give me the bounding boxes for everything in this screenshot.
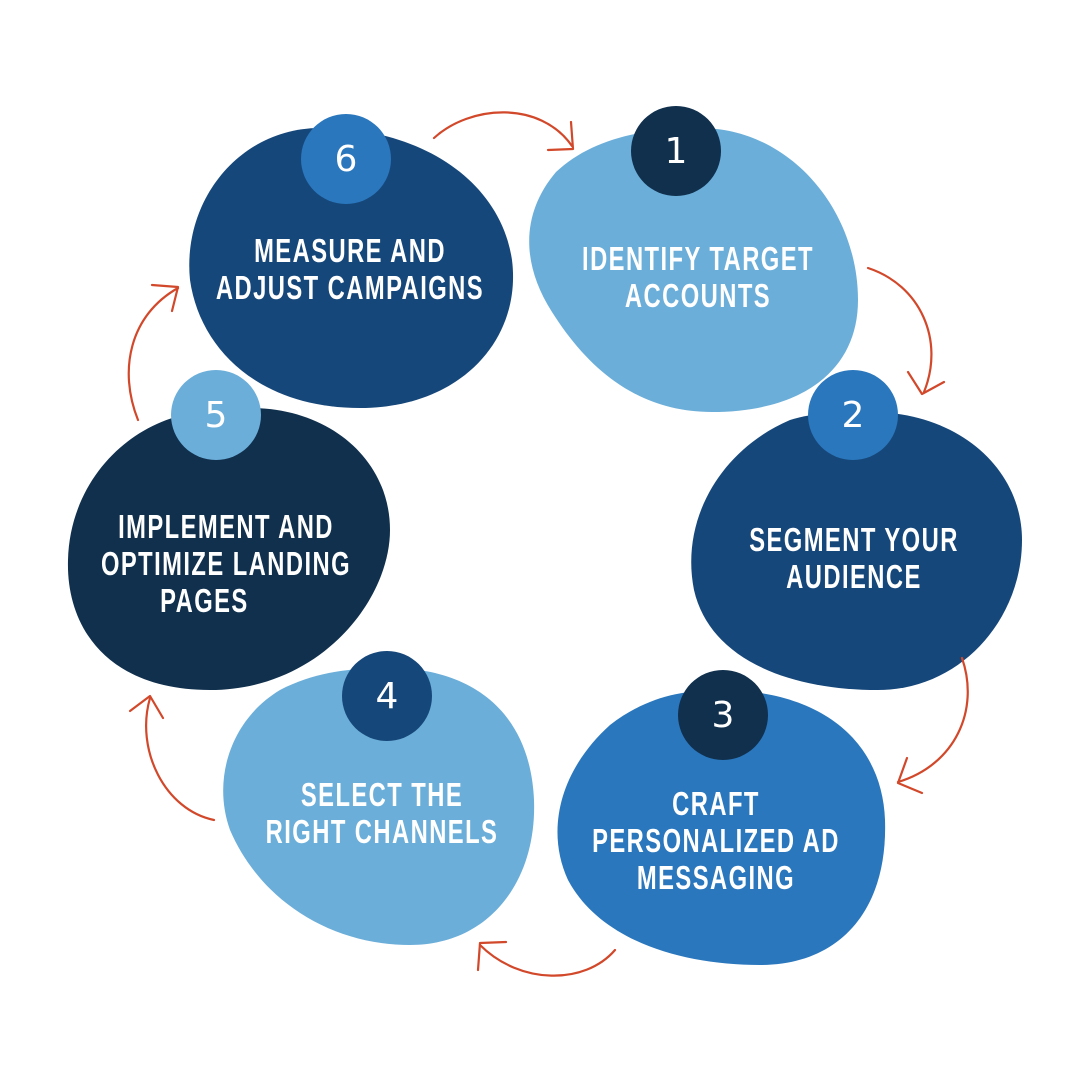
step-3-blob xyxy=(557,690,886,965)
step-2-number: 2 xyxy=(841,394,865,436)
step-4-label-line: SELECT THE xyxy=(300,776,464,813)
step-5-label-line: IMPLEMENT AND xyxy=(118,508,334,545)
step-6-label-line: MEASURE AND xyxy=(254,232,446,269)
step-3-number: 3 xyxy=(711,694,735,736)
step-5-number-badge: 5 xyxy=(171,370,261,460)
step-6-label: MEASURE AND ADJUST CAMPAIGNS xyxy=(206,232,494,306)
step-5-label-line: PAGES xyxy=(160,582,249,619)
step-3-label: CRAFT PERSONALIZED AD MESSAGING xyxy=(572,785,860,896)
step-3-label-line: PERSONALIZED AD xyxy=(592,822,840,859)
arrow-1-to-2 xyxy=(866,266,946,396)
arrow-5-to-6 xyxy=(127,283,180,422)
arrow-2-to-3 xyxy=(896,656,969,795)
step-4-label: SELECT THE RIGHT CHANNELS xyxy=(238,776,526,850)
step-5-label-line: OPTIMIZE LANDING xyxy=(100,545,352,582)
step-4-label-line: RIGHT CHANNELS xyxy=(265,813,499,850)
step-5-label: IMPLEMENT AND OPTIMIZE LANDING PAGES xyxy=(82,508,370,619)
step-3-label-line: MESSAGING xyxy=(636,859,796,896)
step-1-number: 1 xyxy=(664,130,688,172)
step-3-label-line: CRAFT xyxy=(672,785,760,822)
arrow-6-to-1 xyxy=(432,111,575,152)
step-2-label: SEGMENT YOUR AUDIENCE xyxy=(710,521,998,595)
step-1-label-line: IDENTIFY TARGET xyxy=(582,240,814,277)
step-4-number-badge: 4 xyxy=(342,651,432,741)
step-3-number-badge: 3 xyxy=(678,670,768,760)
step-2-blob xyxy=(691,412,1022,690)
step-1-label-line: ACCOUNTS xyxy=(624,277,772,314)
arrow-4-to-5 xyxy=(128,694,216,822)
step-4-blob xyxy=(223,668,535,945)
step-6-number-badge: 6 xyxy=(301,114,391,204)
step-6-number: 6 xyxy=(334,138,358,180)
step-1-blob xyxy=(529,128,858,412)
arrow-3-to-4 xyxy=(476,940,617,977)
step-6-label-line: ADJUST CAMPAIGNS xyxy=(215,269,485,306)
step-1-label: IDENTIFY TARGET ACCOUNTS xyxy=(554,240,842,314)
step-4-number: 4 xyxy=(375,675,399,717)
step-2-label-line: SEGMENT YOUR xyxy=(749,521,959,558)
step-2-label-line: AUDIENCE xyxy=(786,558,922,595)
step-6-blob xyxy=(189,128,514,408)
step-5-number: 5 xyxy=(204,394,228,436)
step-2-number-badge: 2 xyxy=(808,370,898,460)
step-5-blob xyxy=(67,408,390,690)
step-1-number-badge: 1 xyxy=(631,106,721,196)
